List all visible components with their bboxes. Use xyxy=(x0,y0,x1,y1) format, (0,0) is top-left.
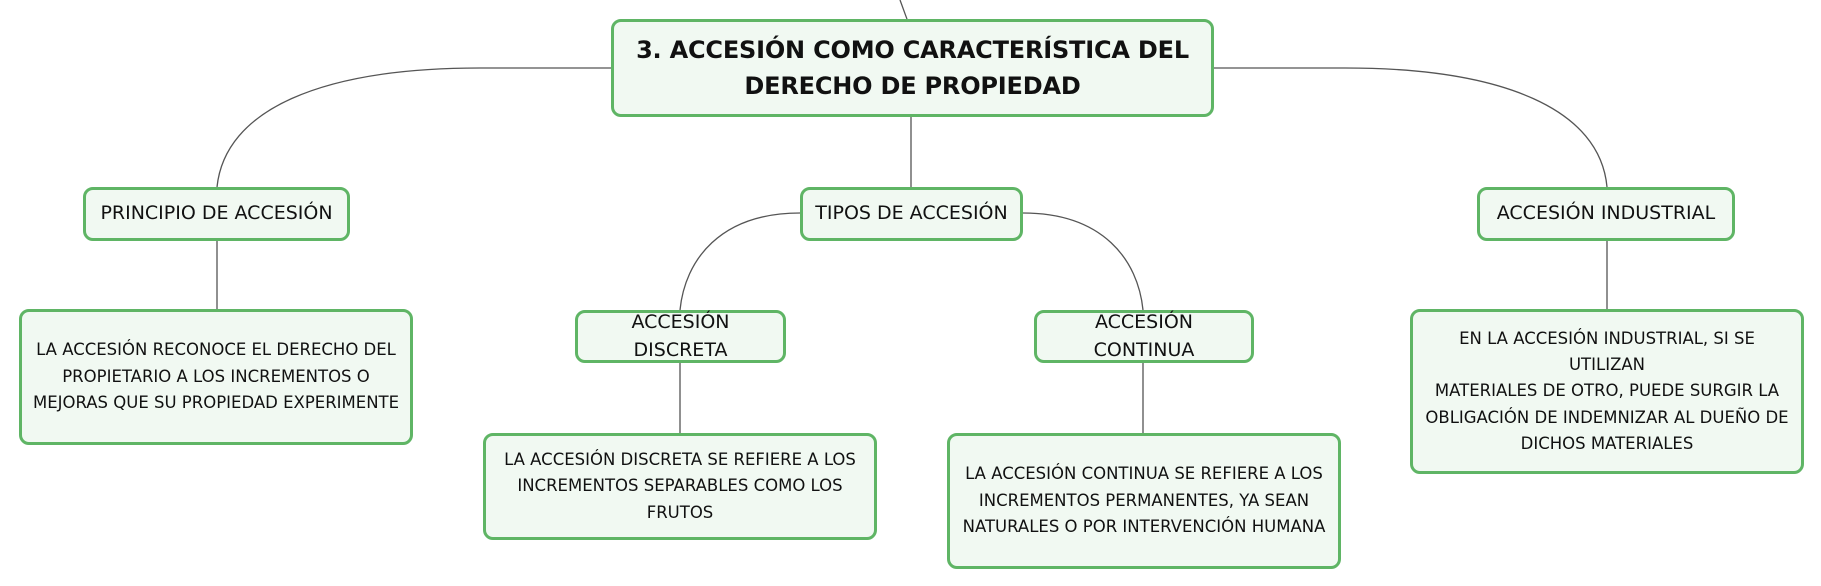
root-title-line-2: DERECHO DE PROPIEDAD xyxy=(744,72,1081,100)
principio-detail-line: PROPIETARIO A LOS INCREMENTOS O xyxy=(62,366,370,386)
root-topic-node[interactable]: 3. ACCESIÓN COMO CARACTERÍSTICA DEL DERE… xyxy=(611,19,1214,117)
connector-tipos-to-continua xyxy=(1022,212,1144,311)
principio-title: PRINCIPIO DE ACCESIÓN xyxy=(100,202,333,225)
discreta-detail-line: INCREMENTOS SEPARABLES COMO LOS xyxy=(517,476,843,496)
industrial-title: ACCESIÓN INDUSTRIAL xyxy=(1496,202,1716,225)
industrial-detail-line: MATERIALES DE OTRO, PUEDE SURGIR LA xyxy=(1434,381,1780,401)
discreta-detail-line: LA ACCESIÓN DISCRETA SE REFIERE A LOS xyxy=(504,449,856,469)
discreta-detail-line: FRUTOS xyxy=(646,502,714,522)
discreta-title: ACCESIÓN DISCRETA xyxy=(631,310,730,361)
industrial-detail-node[interactable]: EN LA ACCESIÓN INDUSTRIAL, SI SE UTILIZA… xyxy=(1410,309,1804,474)
principio-detail-line: LA ACCESIÓN RECONOCE EL DERECHO DEL xyxy=(36,340,396,360)
principio-detail-line: MEJORAS QUE SU PROPIEDAD EXPERIMENTE xyxy=(32,393,400,413)
principio-detail-node[interactable]: LA ACCESIÓN RECONOCE EL DERECHO DEL PROP… xyxy=(19,309,413,445)
connector-tipos-to-discreta xyxy=(679,212,801,311)
discreta-detail-node[interactable]: LA ACCESIÓN DISCRETA SE REFIERE A LOS IN… xyxy=(483,433,877,540)
industrial-detail-line: EN LA ACCESIÓN INDUSTRIAL, SI SE UTILIZA… xyxy=(1459,328,1755,374)
accesion-industrial-node[interactable]: ACCESIÓN INDUSTRIAL xyxy=(1477,187,1735,241)
tipos-title: TIPOS DE ACCESIÓN xyxy=(815,202,1008,225)
connector-root-to-industrial xyxy=(1214,67,1608,188)
accesion-continua-node[interactable]: ACCESIÓN CONTINUA xyxy=(1034,310,1254,363)
accesion-discreta-node[interactable]: ACCESIÓN DISCRETA xyxy=(575,310,786,363)
tipos-de-accesion-node[interactable]: TIPOS DE ACCESIÓN xyxy=(800,187,1023,241)
continua-title: ACCESIÓN CONTINUA xyxy=(1093,310,1195,361)
continua-detail-line: INCREMENTOS PERMANENTES, YA SEAN xyxy=(978,490,1310,510)
continua-detail-node[interactable]: LA ACCESIÓN CONTINUA SE REFIERE A LOS IN… xyxy=(947,433,1341,569)
connector-parent-to-root xyxy=(899,0,908,20)
connector-root-to-principio xyxy=(216,67,611,188)
continua-detail-line: NATURALES O POR INTERVENCIÓN HUMANA xyxy=(962,517,1326,537)
principio-de-accesion-node[interactable]: PRINCIPIO DE ACCESIÓN xyxy=(83,187,350,241)
continua-detail-line: LA ACCESIÓN CONTINUA SE REFIERE A LOS xyxy=(965,464,1323,484)
industrial-detail-line: OBLIGACIÓN DE INDEMNIZAR AL DUEÑO DE xyxy=(1425,407,1789,427)
industrial-detail-line: DICHOS MATERIALES xyxy=(1520,434,1694,454)
root-title-line-1: 3. ACCESIÓN COMO CARACTERÍSTICA DEL xyxy=(636,36,1189,64)
